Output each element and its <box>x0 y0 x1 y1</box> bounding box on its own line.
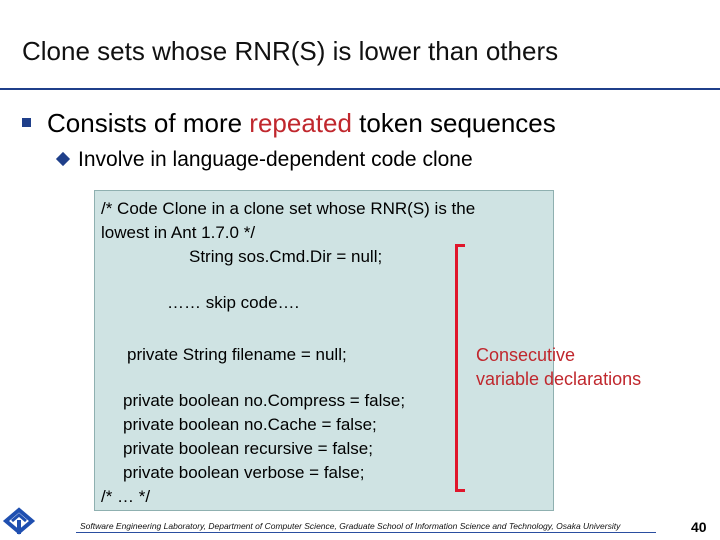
code-line: String sos.Cmd.Dir = null; <box>189 247 383 266</box>
code-line: private boolean recursive = false; <box>123 439 373 458</box>
bullet-level2: Involve in language-dependent code clone <box>55 148 473 172</box>
footer-divider <box>76 532 656 533</box>
annotation-note: Consecutive variable declarations <box>476 343 641 391</box>
code-box: /* Code Clone in a clone set whose RNR(S… <box>94 190 554 511</box>
code-line: /* Code Clone in a clone set whose RNR(S… <box>101 199 476 218</box>
diamond-bullet-icon <box>55 151 71 167</box>
lab-logo-icon <box>2 507 36 535</box>
bullet1-suffix: token sequences <box>351 108 556 138</box>
code-line: /* … */ <box>101 487 151 506</box>
bullet1-highlight: repeated <box>249 108 352 138</box>
slide-title: Clone sets whose RNR(S) is lower than ot… <box>22 36 559 66</box>
title-divider <box>0 88 720 90</box>
square-bullet-icon <box>22 117 31 127</box>
page-number: 40 <box>691 519 707 535</box>
code-line: private String filename = null; <box>127 345 347 364</box>
bullet1-prefix: Consists of more <box>47 108 250 138</box>
note-line: variable declarations <box>476 369 642 389</box>
code-line: private boolean verbose = false; <box>123 463 365 482</box>
footer-text: Software Engineering Laboratory, Departm… <box>80 521 621 531</box>
code-line: …… skip code…. <box>167 293 300 312</box>
code-line: lowest in Ant 1.7.0 */ <box>101 223 256 242</box>
bullet-level1: Consists of more repeated token sequence… <box>22 108 556 139</box>
code-line: private boolean no.Compress = false; <box>123 391 406 410</box>
red-bracket <box>455 244 465 492</box>
note-line: Consecutive <box>476 345 576 365</box>
bullet2-text: Involve in language-dependent code clone <box>78 148 473 171</box>
code-line: private boolean no.Cache = false; <box>123 415 377 434</box>
